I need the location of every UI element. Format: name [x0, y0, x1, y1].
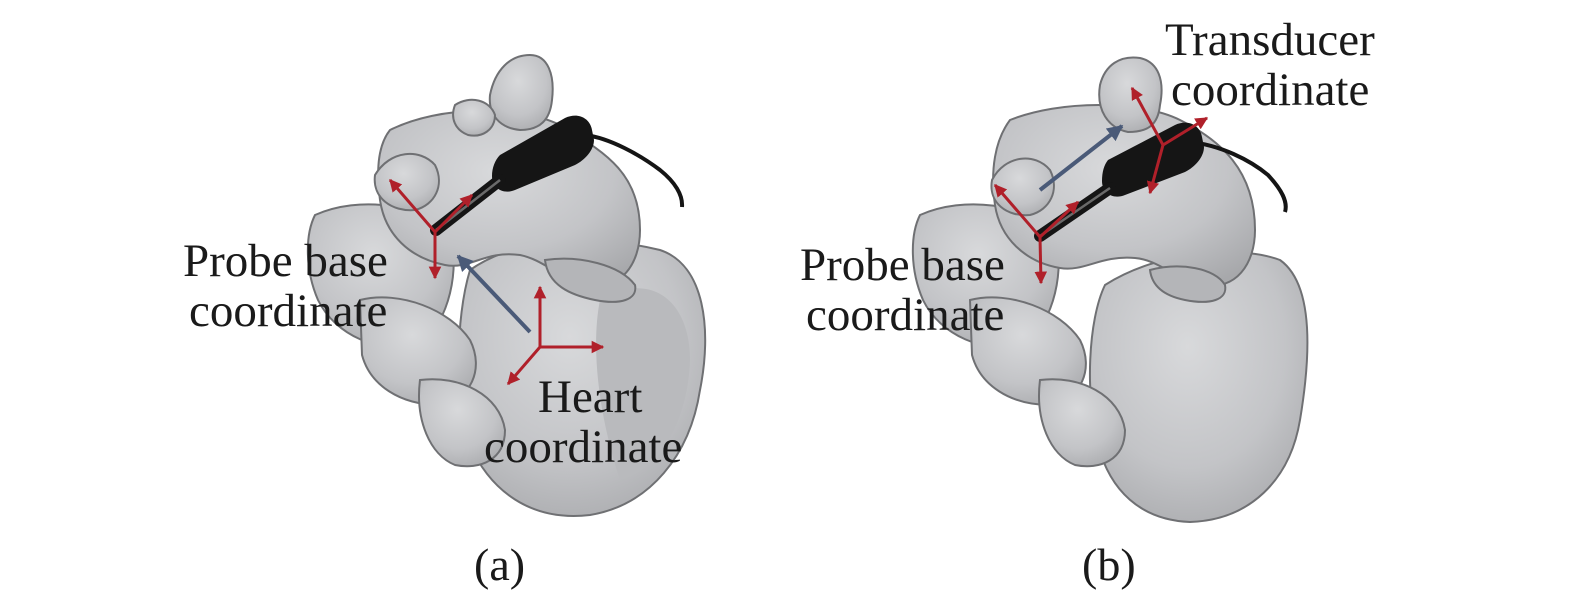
coordinate-frame-icon: [1130, 86, 1209, 195]
motion-arrow-icon: [1038, 124, 1124, 192]
probe-base-label-b: Probe base coordinate: [800, 239, 1005, 341]
probe-base-label-a: Probe base coordinate: [183, 235, 388, 337]
caption-b: (b): [1082, 539, 1136, 590]
coordinate-frame-icon: [506, 285, 605, 385]
heart-coordinate-label: Heart coordinate: [484, 371, 683, 473]
coordinate-frame-icon: [993, 184, 1080, 285]
transducer-coordinate-label: Transducer coordinate: [1165, 14, 1375, 116]
panel-a: [306, 53, 707, 517]
motion-arrow-icon: [456, 254, 532, 334]
panel-b: [911, 56, 1309, 524]
caption-a: (a): [474, 539, 526, 590]
coordinate-frame-icon: [388, 179, 474, 280]
